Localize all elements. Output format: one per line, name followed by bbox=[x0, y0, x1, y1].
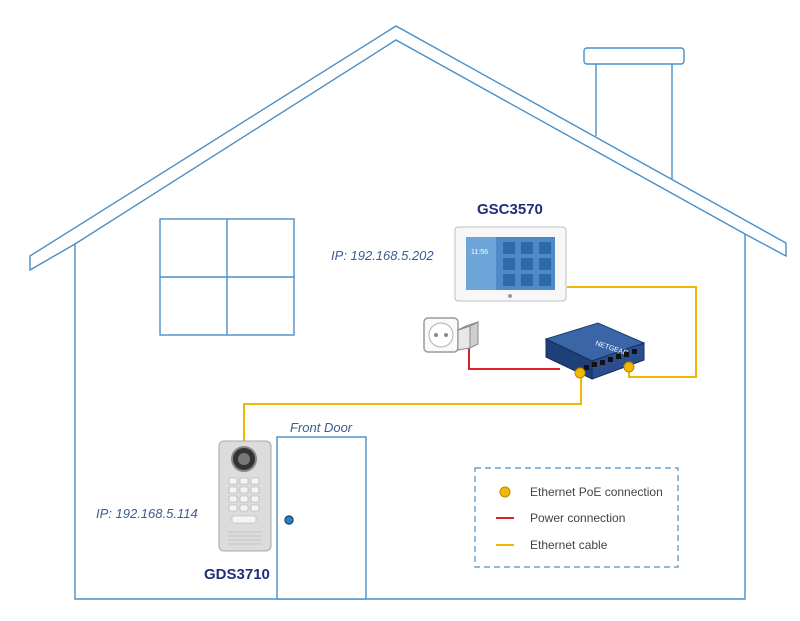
ethernet-cable-indoor-switch bbox=[567, 286, 697, 378]
chimney-cap bbox=[583, 47, 685, 65]
screen-time: 11:56 bbox=[471, 249, 488, 256]
ethernet-cable-door-switch bbox=[243, 375, 582, 444]
front-door-label: Front Door bbox=[290, 420, 353, 435]
gsc3570-ip: IP: 192.168.5.202 bbox=[331, 248, 434, 263]
gsc3570-label: GSC3570 bbox=[477, 201, 543, 218]
front-door bbox=[276, 436, 367, 600]
legend bbox=[474, 467, 679, 568]
gsc3570-device: 11:56 bbox=[454, 226, 567, 302]
power-outlet-icon bbox=[423, 317, 459, 353]
poe-dot-door bbox=[574, 367, 586, 379]
door-knob bbox=[284, 515, 294, 525]
power-cable bbox=[468, 348, 560, 370]
gds3710-ip: IP: 192.168.5.114 bbox=[96, 506, 198, 521]
chimney bbox=[595, 64, 673, 180]
poe-dot-indoor bbox=[623, 361, 635, 373]
roof bbox=[29, 25, 787, 600]
power-adapter-icon bbox=[457, 321, 479, 351]
legend-power-label: Power connection bbox=[530, 511, 626, 525]
house-outline bbox=[29, 25, 787, 600]
ethernet-cables bbox=[243, 286, 697, 444]
legend-ethernet-label: Ethernet cable bbox=[530, 538, 608, 552]
gds3710-label: GDS3710 bbox=[204, 566, 270, 583]
legend-poe-label: Ethernet PoE connection bbox=[530, 485, 663, 499]
legend-poe-dot bbox=[499, 486, 511, 498]
gds3710-device bbox=[218, 440, 272, 552]
